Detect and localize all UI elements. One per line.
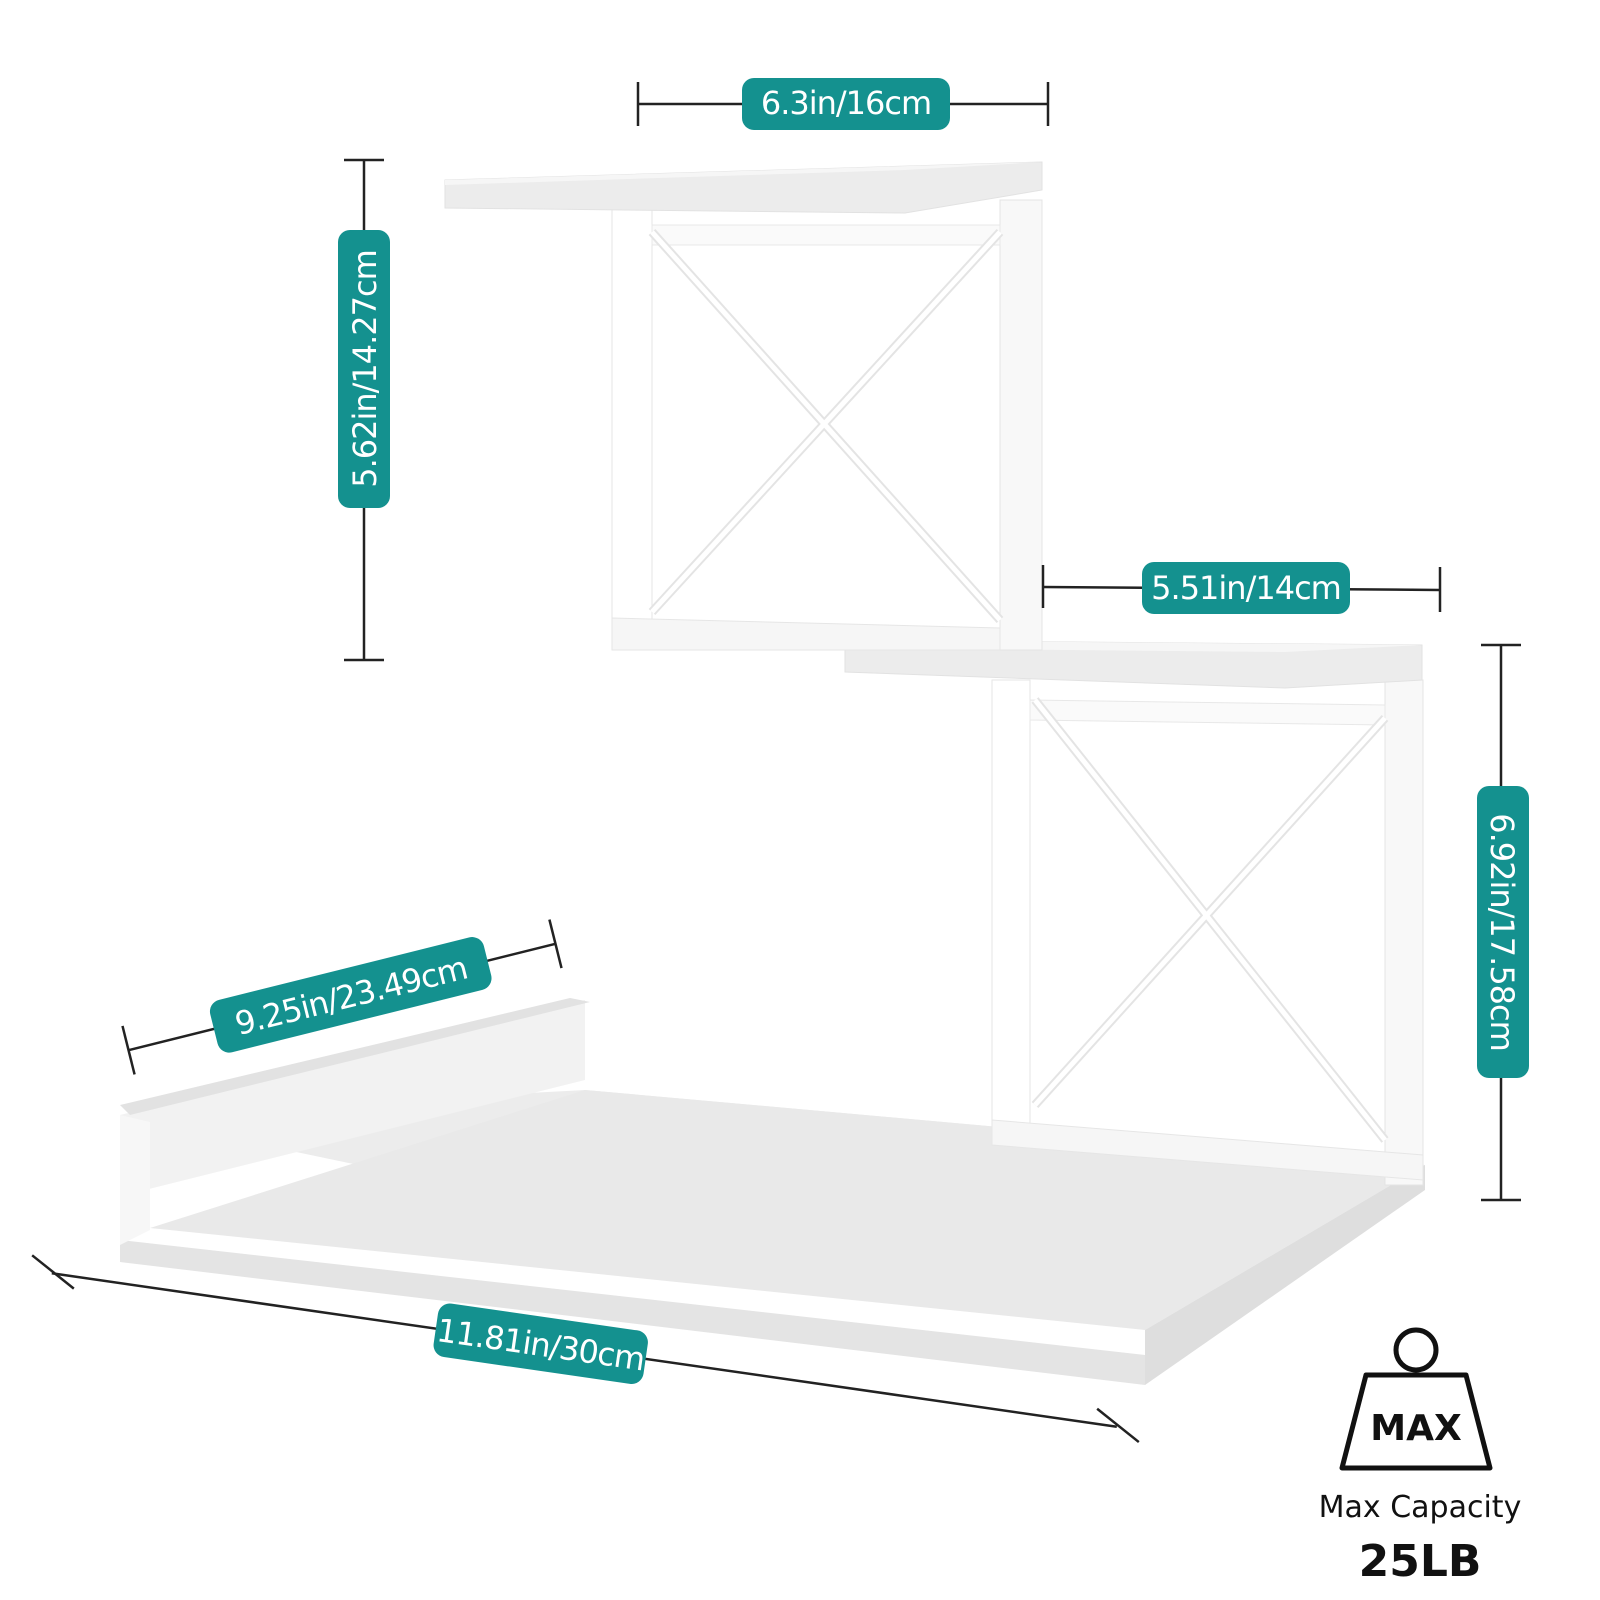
max-capacity-label: Max Capacity — [1318, 1490, 1522, 1525]
dimension-badge — [1477, 786, 1529, 1078]
dimension-badge — [433, 1303, 648, 1384]
base-shelf-right-edge — [1145, 1165, 1425, 1385]
dimension-label-middle-shelf-width: 5.51in/14cm — [1151, 569, 1341, 607]
upper-x-frame — [611, 199, 1043, 651]
base-back-lip-front — [120, 1000, 585, 1190]
shelf-unit — [120, 161, 1425, 1385]
dimension-badge — [338, 230, 390, 508]
base-shelf-front-edge — [120, 1240, 1145, 1385]
dimension-middle-shelf-width: 5.51in/14cm — [1041, 562, 1442, 614]
dimension-label-middle-tier-height: 6.92in/17.58cm — [1483, 813, 1521, 1051]
dimension-top-shelf-width: 6.3in/16cm — [636, 78, 1050, 130]
dimension-top-tier-height: 5.62in/14.27cm — [338, 158, 390, 662]
dimension-badge — [742, 78, 950, 130]
max-capacity-value: 25LB — [1358, 1536, 1482, 1587]
kettlebell-weight-icon: MAX — [1339, 1327, 1493, 1471]
max-capacity-badge: MAX — [1339, 1327, 1493, 1471]
lower-x-frame — [991, 679, 1424, 1186]
max-icon-text: MAX — [1370, 1408, 1462, 1449]
dimension-label-top-tier-height: 5.62in/14.27cm — [346, 250, 384, 488]
base-side-lip — [120, 1115, 150, 1245]
dimension-badge — [1142, 562, 1350, 614]
dimension-base-length: 11.81in/30cm — [31, 1254, 1140, 1444]
top-shelf — [444, 161, 1043, 214]
dimension-badge — [209, 937, 492, 1053]
dimension-middle-tier-height: 6.92in/17.58cm — [1477, 643, 1529, 1202]
base-shelf — [120, 998, 1425, 1385]
base-back-lip-top — [120, 998, 590, 1115]
dimension-label-top-shelf-width: 6.3in/16cm — [761, 84, 931, 122]
